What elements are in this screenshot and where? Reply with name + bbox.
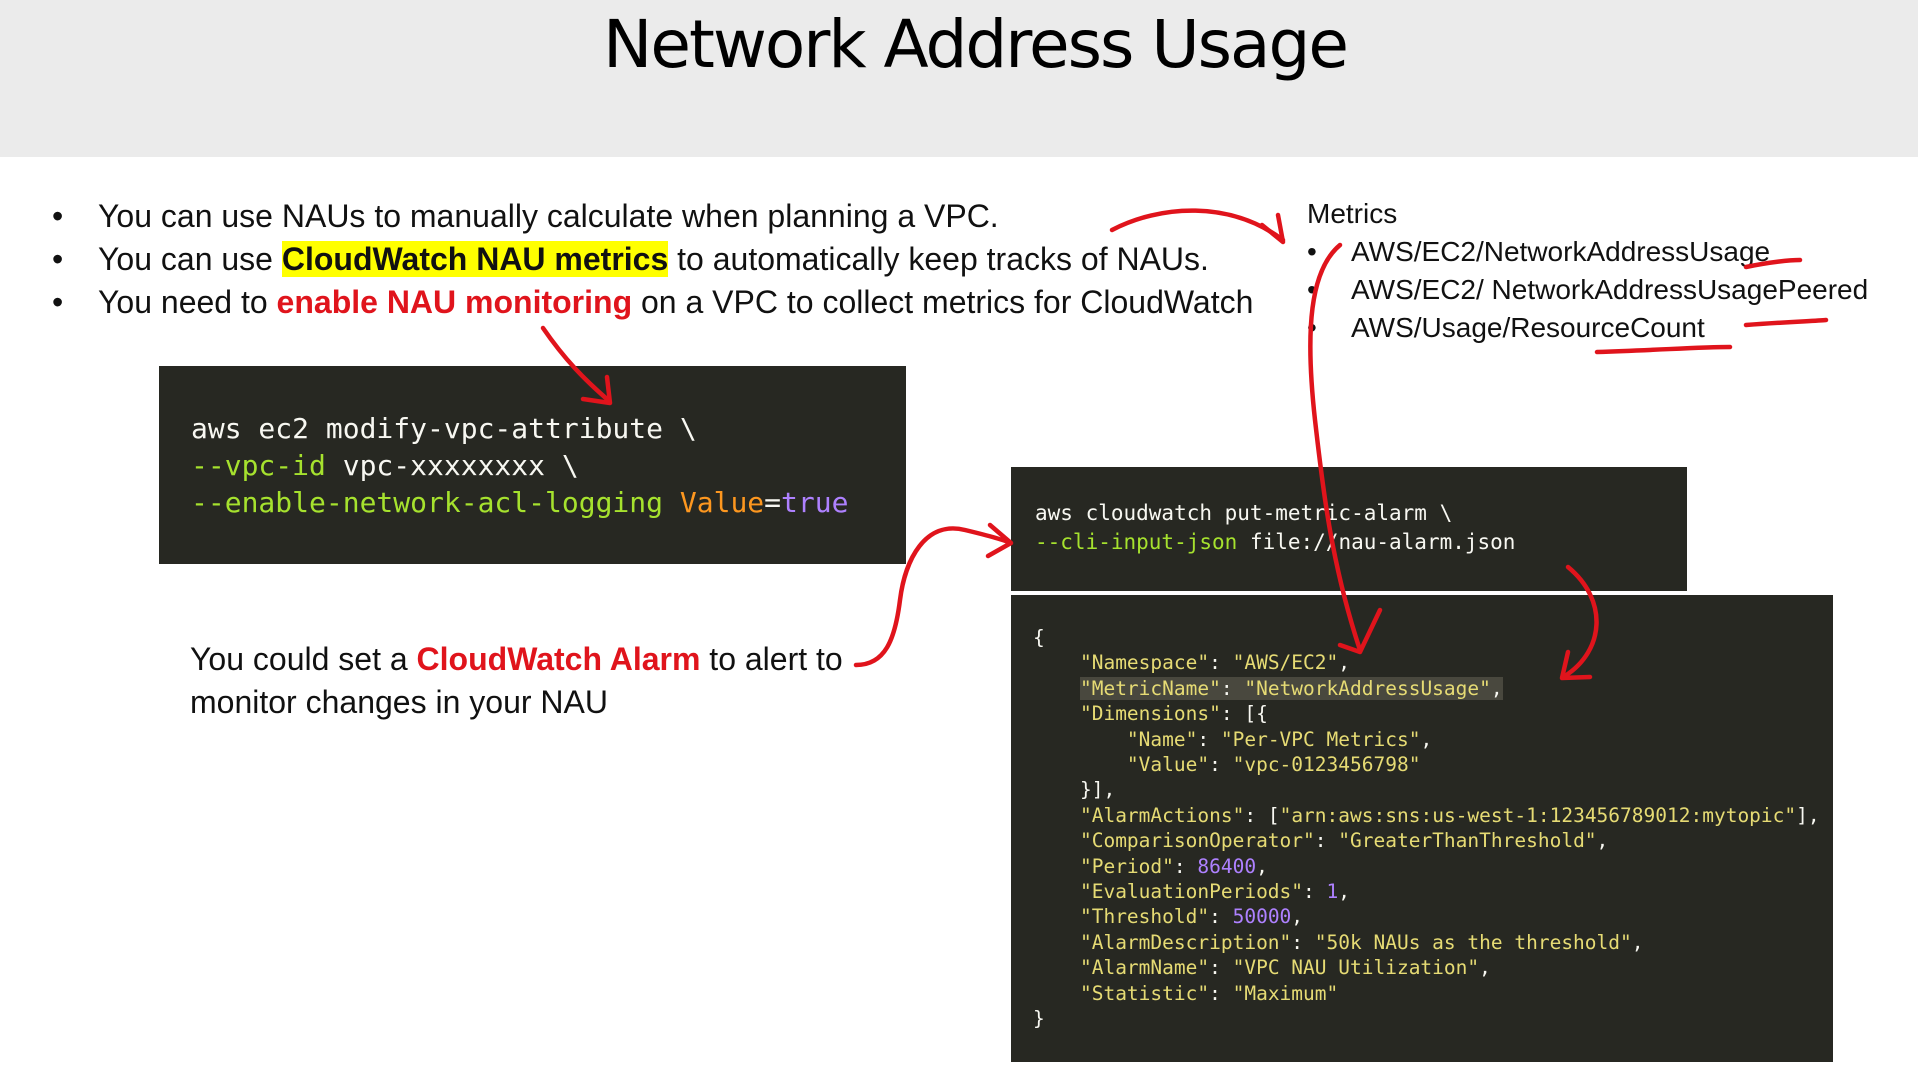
json-value: "NetworkAddressUsage" (1244, 676, 1491, 700)
put-metric-alarm-code-block: aws cloudwatch put-metric-alarm \ --cli-… (1011, 467, 1687, 591)
bullet-item: • You need to enable NAU monitoring on a … (52, 281, 1253, 324)
code-key: Value (679, 486, 765, 519)
note-text: You could set a (190, 641, 417, 677)
highlighted-text: CloudWatch NAU metrics (281, 241, 669, 277)
json-key: "MetricName" (1079, 676, 1221, 700)
json-value: "AWS/EC2" (1232, 651, 1339, 675)
arrow-to-code-block (540, 325, 611, 403)
underline-metric-2 (1743, 317, 1829, 328)
json-key: "AlarmDescription" (1079, 930, 1292, 954)
bullet-marker: • (52, 284, 64, 320)
metric-item: • AWS/EC2/ NetworkAddressUsagePeered (1307, 271, 1868, 309)
arrow-metric-to-json (1308, 242, 1363, 653)
json-key: "Threshold" (1079, 905, 1210, 929)
json-key: "AlarmName" (1079, 956, 1210, 980)
json-key: "Value" (1126, 753, 1210, 777)
json-brace: } (1033, 1007, 1045, 1031)
arrow-to-metrics (1109, 208, 1286, 243)
note-text: to alert to (700, 641, 843, 677)
underline-metric-3 (1594, 344, 1733, 355)
json-key: "Statistic" (1079, 981, 1210, 1005)
json-key: "ComparisonOperator" (1079, 829, 1315, 853)
json-value: "Maximum" (1232, 981, 1339, 1005)
json-value: "Per-VPC Metrics" (1220, 727, 1421, 751)
code-text: file://nau-alarm.json (1237, 530, 1516, 554)
code-line: aws ec2 modify-vpc-attribute \ (191, 412, 697, 445)
code-flag: --cli-input-json (1035, 530, 1238, 554)
arrowhead (1259, 212, 1286, 245)
code-value: true (781, 486, 849, 519)
bullet-item: • You can use CloudWatch NAU metrics to a… (52, 238, 1253, 281)
json-value: "VPC NAU Utilization" (1232, 956, 1480, 980)
json-number: 1 (1326, 880, 1339, 904)
arrowhead (1559, 649, 1593, 681)
metric-name: AWS/Usage/ResourceCount (1351, 312, 1705, 343)
arrowhead (1337, 607, 1383, 655)
metric-name: AWS/EC2/ NetworkAddressUsagePeered (1351, 274, 1869, 305)
json-value: "vpc-0123456798" (1232, 753, 1421, 777)
arrowhead (580, 374, 613, 406)
bullet-text: You need to (98, 284, 277, 320)
bullet-marker: • (52, 198, 64, 234)
highlighted-line: "MetricName": "NetworkAddressUsage", (1079, 676, 1503, 700)
arrow-alarm-to-command (853, 526, 1013, 668)
metric-item: • AWS/EC2/NetworkAddressUsage (1307, 233, 1868, 271)
title-bar: Network Address Usage (0, 0, 1918, 157)
json-number: 50000 (1232, 905, 1292, 929)
code-text: vpc-xxxxxxxx \ (325, 449, 579, 482)
bullet-marker: • (52, 241, 64, 277)
emphasis-text: enable NAU monitoring (276, 284, 633, 320)
bullet-text: to automatically keep tracks of NAUs. (668, 241, 1209, 277)
json-value: "arn:aws:sns:us-west-1:123456789012:myto… (1279, 803, 1797, 827)
bullet-text: You can use NAUs to manually calculate w… (98, 198, 999, 234)
note-text: monitor changes in your NAU (190, 684, 608, 720)
json-key: "AlarmActions" (1079, 803, 1245, 827)
json-key: "Period" (1079, 854, 1174, 878)
emphasis-text: CloudWatch Alarm (416, 641, 701, 677)
bullet-text: You can use (98, 241, 282, 277)
code-flag: --enable-network-acl-logging (191, 486, 664, 519)
json-punct: }], (1079, 778, 1116, 802)
alarm-note: You could set a CloudWatch Alarm to aler… (190, 638, 843, 724)
metrics-heading: Metrics (1307, 198, 1398, 229)
metric-name: AWS/EC2/NetworkAddressUsage (1351, 236, 1771, 267)
json-punct: : [{ (1220, 702, 1268, 726)
json-key: "EvaluationPeriods" (1079, 880, 1304, 904)
json-key: "Namespace" (1079, 651, 1210, 675)
code-flag: --vpc-id (191, 449, 326, 482)
json-value: "GreaterThanThreshold" (1338, 829, 1597, 853)
code-text: = (764, 486, 782, 519)
underline-metric-1 (1743, 257, 1803, 270)
arrowhead (985, 522, 1014, 559)
json-key: "Dimensions" (1079, 702, 1221, 726)
json-value: "50k NAUs as the threshold" (1314, 930, 1632, 954)
json-brace: { (1033, 626, 1045, 649)
modify-vpc-code-block: aws ec2 modify-vpc-attribute \ --vpc-id … (159, 366, 906, 564)
alarm-json-code-block: { "Namespace": "AWS/EC2", "MetricName": … (1011, 595, 1833, 1062)
bullet-item: • You can use NAUs to manually calculate … (52, 195, 1253, 238)
json-number: 86400 (1197, 854, 1257, 878)
arrow-to-json (1562, 564, 1599, 679)
bullet-marker: • (1307, 274, 1317, 305)
json-key: "Name" (1126, 727, 1198, 751)
bullet-list: • You can use NAUs to manually calculate … (52, 195, 1253, 324)
bullet-marker: • (1307, 236, 1317, 267)
slide-title: Network Address Usage (602, 6, 1349, 83)
bullet-text: on a VPC to collect metrics for CloudWat… (632, 284, 1254, 320)
